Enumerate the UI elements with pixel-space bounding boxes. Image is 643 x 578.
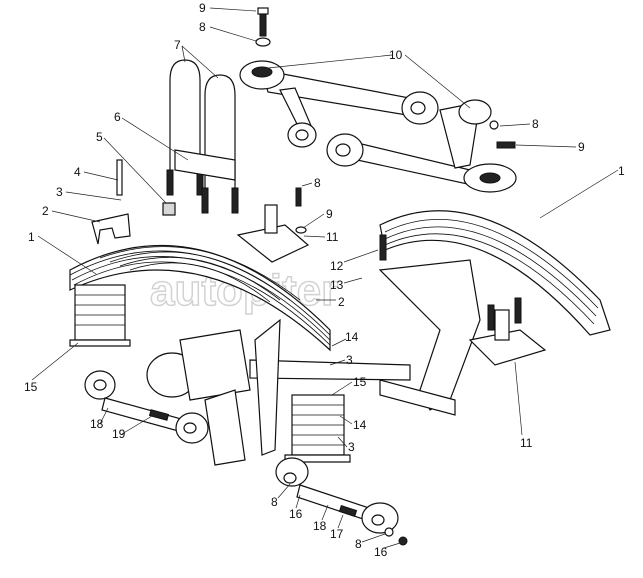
callout-number: 3 xyxy=(346,353,353,367)
leader-line xyxy=(302,213,325,229)
leader-line xyxy=(121,117,189,161)
leader-line xyxy=(499,123,531,127)
leader-line xyxy=(539,169,619,219)
rubber-block-center xyxy=(284,394,351,463)
leader-line xyxy=(343,277,363,284)
leader-line xyxy=(65,191,122,201)
leader-line xyxy=(121,415,153,435)
leader-line xyxy=(361,533,386,543)
callout-number: 8 xyxy=(355,537,362,551)
leader-line xyxy=(51,210,101,223)
leader-line xyxy=(329,359,346,366)
callout-number: 19 xyxy=(112,427,126,441)
leader-line xyxy=(331,338,347,347)
rubber-block-left xyxy=(69,284,131,347)
leader-line xyxy=(331,381,353,396)
callout-number: 18 xyxy=(90,417,104,431)
leader-line xyxy=(343,249,379,263)
callout-number: 4 xyxy=(74,165,81,179)
leader-line xyxy=(209,26,257,42)
clamp-parts xyxy=(91,159,176,245)
callout-number: 14 xyxy=(353,418,367,432)
callout-number: 5 xyxy=(96,130,103,144)
callout-number: 17 xyxy=(330,527,344,541)
upper-torque-rod-assembly xyxy=(239,60,517,193)
lower-left-torque-rod xyxy=(84,370,209,444)
callout-number: 8 xyxy=(271,495,278,509)
leader-line xyxy=(277,483,291,499)
callout-number: 1 xyxy=(618,164,625,178)
callout-number: 13 xyxy=(330,278,344,292)
leader-line xyxy=(209,7,257,12)
callout-number: 16 xyxy=(374,545,388,559)
leader-line xyxy=(514,361,523,436)
callout-number: 15 xyxy=(24,380,38,394)
callout-number: 2 xyxy=(42,204,49,218)
u-bolts xyxy=(166,59,239,214)
callout-number: 6 xyxy=(114,110,121,124)
leader-line xyxy=(301,182,313,187)
callout-number: 11 xyxy=(520,436,533,450)
callout-number: 3 xyxy=(348,440,355,454)
leader-line xyxy=(321,504,329,521)
leader-line xyxy=(337,436,348,448)
callout-number: 3 xyxy=(56,185,63,199)
leader-line xyxy=(515,144,577,148)
leader-line xyxy=(339,415,353,425)
callout-number: 12 xyxy=(330,259,344,273)
callout-number: 9 xyxy=(326,207,333,221)
callout-number: 8 xyxy=(199,20,206,34)
leader-line xyxy=(404,54,471,109)
callout-number: 8 xyxy=(314,176,321,190)
leader-line xyxy=(337,514,344,529)
axle-housing xyxy=(146,318,411,466)
leader-line xyxy=(267,54,393,69)
callout-number: 15 xyxy=(353,375,367,389)
leader-line xyxy=(103,137,167,204)
leader-line xyxy=(303,235,326,238)
mounting-plate xyxy=(236,187,310,263)
callout-number: 9 xyxy=(199,1,206,15)
right-bracket xyxy=(378,259,547,416)
leader-line xyxy=(295,494,301,509)
callout-number: 14 xyxy=(345,330,359,344)
leader-line xyxy=(383,542,401,549)
lower-center-torque-rod xyxy=(275,457,408,546)
leader-line xyxy=(31,342,79,381)
callout-number: 1 xyxy=(28,230,35,244)
left-leaf-spring xyxy=(69,244,331,352)
callout-number: 2 xyxy=(338,295,345,309)
callout-number: 18 xyxy=(313,519,327,533)
leader-line xyxy=(181,45,219,79)
bolt-and-washer xyxy=(255,7,271,47)
callout-number: 11 xyxy=(326,230,339,244)
callout-number: 8 xyxy=(532,117,539,131)
callout-number: 10 xyxy=(389,48,403,62)
callout-number: 7 xyxy=(174,38,181,52)
callout-number: 9 xyxy=(578,140,585,154)
leader-line xyxy=(181,45,186,63)
callout-number: 16 xyxy=(289,507,303,521)
leader-line xyxy=(99,407,109,425)
leader-line xyxy=(83,171,119,181)
right-leaf-spring xyxy=(379,210,611,336)
leader-line xyxy=(37,235,97,275)
